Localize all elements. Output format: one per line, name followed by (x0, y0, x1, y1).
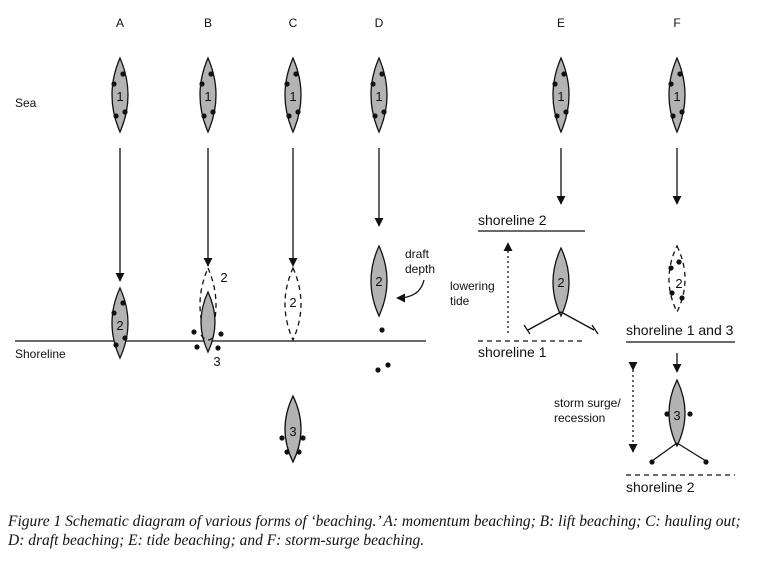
figure-caption: Figure 1 Schematic diagram of various fo… (8, 513, 741, 549)
boat-number: 1 (204, 89, 211, 104)
boat-number: 1 (289, 89, 296, 104)
draft-depth-label-2: depth (405, 262, 435, 276)
column-label-f: F (673, 16, 680, 30)
boat-e-2: 2 (552, 246, 570, 318)
boat-c-1: 1 (284, 56, 302, 134)
boat-number: 2 (289, 295, 296, 310)
boat-b-1: 1 (199, 56, 217, 134)
draft-depth-arrow (396, 279, 425, 303)
shoreline-1-and-3-label: shoreline 1 and 3 (626, 322, 734, 338)
boat-number: 1 (116, 89, 123, 104)
boat-e-legs (523, 311, 599, 335)
shoreline-1-label-e: shoreline 1 (478, 344, 547, 360)
column-label-e: E (557, 16, 565, 30)
lowering-tide-label: lowering (450, 279, 495, 293)
boat-number: 1 (557, 89, 564, 104)
boat-a-2: 2 (111, 286, 129, 360)
shoreline-label: Shoreline (15, 347, 66, 361)
boat-number: 3 (213, 354, 220, 369)
boat-number: 2 (375, 274, 382, 289)
column-label-b: B (204, 16, 212, 30)
boat-number: 2 (675, 276, 682, 291)
boat-a-1: 1 (111, 56, 129, 134)
ghost-boat-f-2: 2 (668, 244, 686, 314)
boat-c-3: 3 (279, 394, 306, 464)
column-label-c: C (289, 16, 298, 30)
boat-f-3: 3 (664, 378, 693, 448)
boat-number: 2 (116, 318, 123, 333)
boat-number: 2 (220, 270, 227, 285)
lowering-tide-label-2: tide (450, 294, 470, 308)
storm-surge-label: storm surge/ (554, 396, 621, 410)
boat-number: 2 (557, 275, 564, 290)
beaching-diagram: A B C D E F Sea 1 1 1 1 1 1 (15, 16, 735, 495)
storm-surge-label-2: recession (554, 411, 605, 425)
shoreline-2-label-e: shoreline 2 (478, 212, 547, 228)
column-label-d: D (375, 16, 384, 30)
boat-number: 3 (673, 408, 680, 423)
boat-f-legs (649, 442, 709, 465)
shoreline-2-label-f: shoreline 2 (626, 479, 695, 495)
boat-number: 1 (673, 89, 680, 104)
draft-depth-label: draft (405, 247, 430, 261)
boat-number: 1 (375, 89, 382, 104)
boat-b-3: 3 (191, 290, 224, 369)
sea-label: Sea (15, 96, 37, 110)
scattered-crew-dots (375, 327, 391, 373)
ghost-boat-c-2: 2 (284, 266, 302, 342)
boat-d-2: 2 (370, 244, 388, 318)
boat-f-1: 1 (668, 56, 686, 134)
column-label-a: A (116, 16, 124, 30)
boat-d-1: 1 (370, 56, 388, 134)
boat-number: 3 (289, 424, 296, 439)
boat-e-1: 1 (552, 56, 570, 134)
